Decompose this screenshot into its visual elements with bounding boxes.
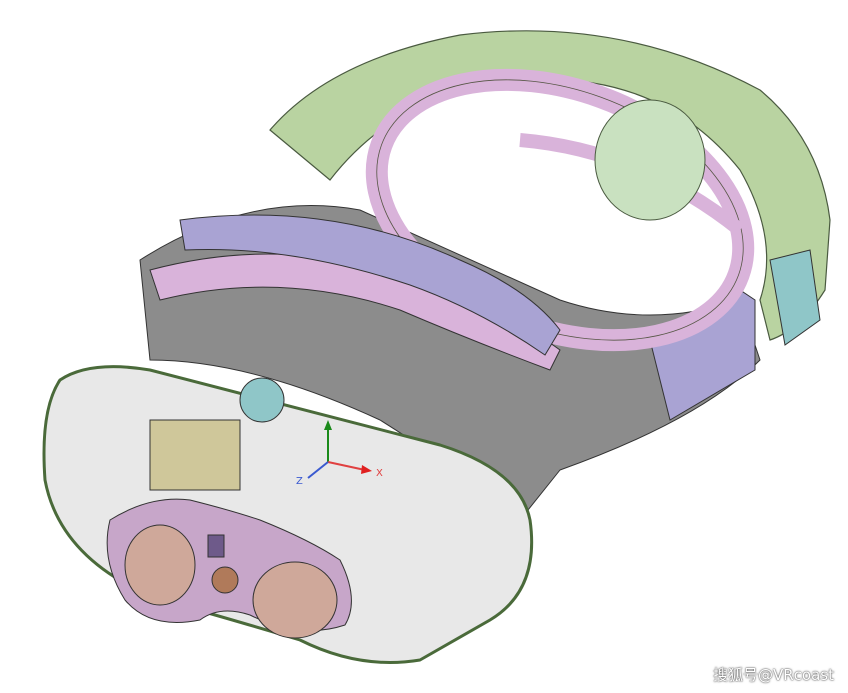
center-sensor xyxy=(211,566,239,594)
axis-x-label: X xyxy=(376,468,383,479)
pcb xyxy=(149,419,241,491)
axis-z-label: Z xyxy=(296,476,303,487)
strap-clip xyxy=(769,249,821,346)
right-lens xyxy=(252,561,338,639)
fan xyxy=(239,377,285,423)
camera xyxy=(207,534,225,558)
dial xyxy=(594,99,706,221)
top-band-purple xyxy=(179,214,561,356)
axis-triad: X Z xyxy=(296,420,383,487)
watermark: 搜狐号@VRcoast xyxy=(713,666,834,684)
left-lens xyxy=(124,524,196,606)
